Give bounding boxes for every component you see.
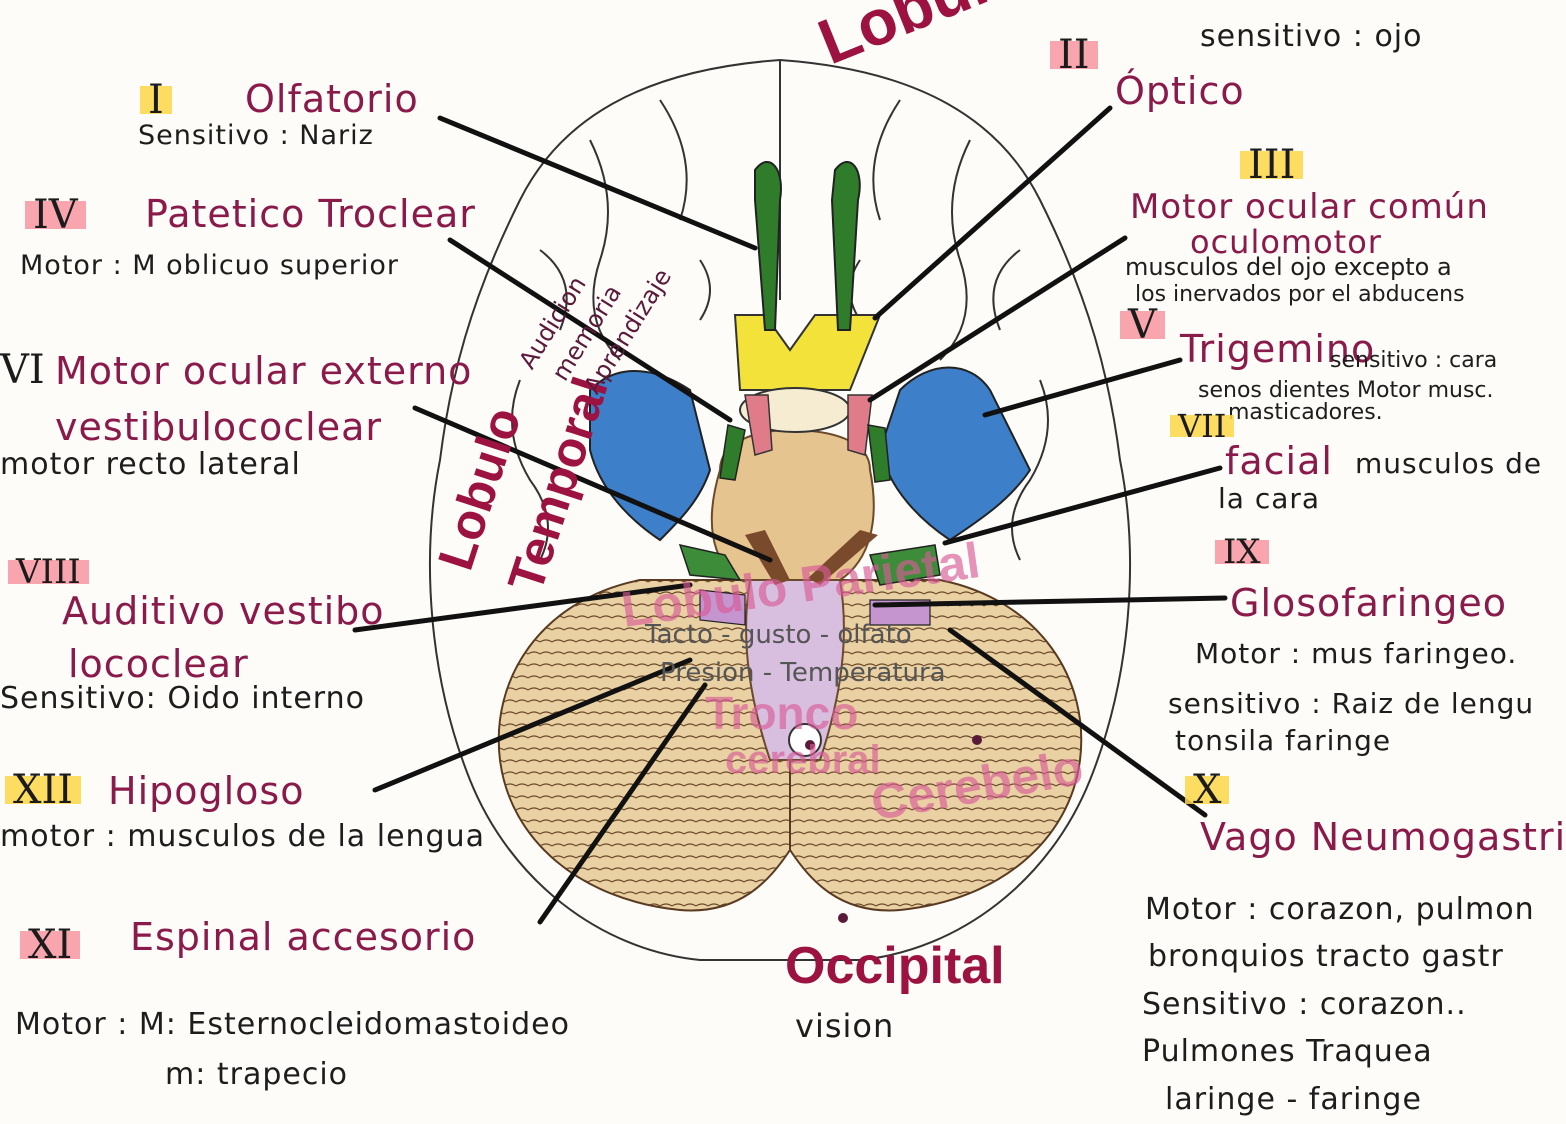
- nerve-9-name: Glosofaringeo: [1230, 584, 1507, 622]
- nerve-7-name: facial: [1225, 442, 1333, 480]
- nerve-10-desc-5: laringe - faringe: [1165, 1085, 1422, 1115]
- nerve-9-desc-3: tonsila faringe: [1175, 727, 1391, 755]
- parietal-function-1: Tacto - gusto - olfato: [645, 622, 912, 648]
- nerve-11-roman: XI: [20, 925, 80, 965]
- nerve-9-desc-2: sensitivo : Raiz de lengu: [1168, 690, 1534, 718]
- nerve-8-name-2: lococlear: [68, 645, 249, 683]
- nerve-3-name: Motor ocular común: [1130, 190, 1489, 224]
- nerve-3-desc-1: musculos del ojo excepto a: [1125, 255, 1452, 279]
- nerve-10-name: Vago Neumogastric: [1200, 818, 1566, 856]
- trigeminal-right: [880, 368, 1030, 541]
- nerve-8-roman: VIII: [8, 555, 89, 589]
- occipital-function: vision: [795, 1010, 894, 1042]
- nerve-5-desc-2: senos dientes Motor musc.: [1198, 380, 1494, 402]
- nerve-1-desc: Sensitivo : Nariz: [138, 122, 374, 149]
- nerve-4-desc: Motor : M oblicuo superior: [20, 252, 399, 279]
- olfactory-tract-right: [832, 162, 860, 330]
- nerve-8-name-1: Auditivo vestibo: [62, 592, 385, 630]
- nerve-10-desc-4: Pulmones Traquea: [1142, 1037, 1433, 1067]
- nerve-11-desc-2: m: trapecio: [165, 1060, 348, 1090]
- nerve-6-name: Motor ocular externo: [55, 352, 472, 390]
- occipital-label: Occipital: [785, 940, 1005, 992]
- nerve-10-desc-2: bronquios tracto gastr: [1148, 942, 1504, 972]
- brainstem-label-2: cerebral: [725, 740, 881, 780]
- nerve-8-desc: Sensitivo: Oido interno: [0, 684, 365, 714]
- nerve-10-desc-1: Motor : corazon, pulmon: [1145, 895, 1535, 925]
- optic-chiasm: [735, 315, 880, 390]
- nerve-10-roman: X: [1185, 770, 1229, 810]
- nerve-5-desc-1: sensitivo : cara: [1330, 350, 1497, 372]
- nerve-12-desc: motor : musculos de la lengua: [0, 822, 485, 852]
- nerve-4-name: Patetico Troclear: [145, 195, 476, 233]
- nerve-11-name: Espinal accesorio: [130, 918, 476, 956]
- nerve-9-desc-1: Motor : mus faringeo.: [1195, 640, 1517, 668]
- nerve-2-roman: II: [1050, 35, 1098, 75]
- nerve-7-desc-1: musculos de: [1355, 450, 1542, 478]
- nerve-12-name: Hipogloso: [108, 772, 304, 810]
- olfactory-tract-left: [755, 162, 781, 330]
- nerve-1-name: Olfatorio: [245, 80, 419, 118]
- nerve-11-desc-1: Motor : M: Esternocleidomastoideo: [15, 1010, 570, 1040]
- nerve-5-desc-3: masticadores.: [1228, 402, 1383, 424]
- nerve-7-roman: VII: [1170, 410, 1234, 442]
- nerve-9-roman: IX: [1215, 535, 1269, 569]
- nerve-5-roman: V: [1120, 305, 1165, 345]
- brainstem-label-1: Tronco: [705, 690, 858, 736]
- nerve-4-roman: IV: [25, 195, 86, 235]
- nerve-7-desc-2: la cara: [1218, 485, 1320, 513]
- nerve-2-desc: sensitivo : ojo: [1200, 22, 1423, 52]
- nerve-10-desc-3: Sensitivo : corazon..: [1142, 990, 1467, 1020]
- nerve-1-roman: I: [140, 80, 172, 120]
- nerve-12-roman: XII: [5, 770, 81, 810]
- nerve-2-name: Óptico: [1115, 72, 1245, 110]
- nerve-3-roman: III: [1240, 145, 1303, 185]
- nerve-3-desc-2: los inervados por el abducens: [1135, 284, 1465, 306]
- nerve-6-desc: motor recto lateral: [0, 450, 301, 480]
- nerve-6-roman: VI: [0, 350, 45, 390]
- parietal-function-2: Presion - Temperatura: [660, 660, 946, 686]
- nerve-6-alt: vestibulococlear: [55, 408, 382, 446]
